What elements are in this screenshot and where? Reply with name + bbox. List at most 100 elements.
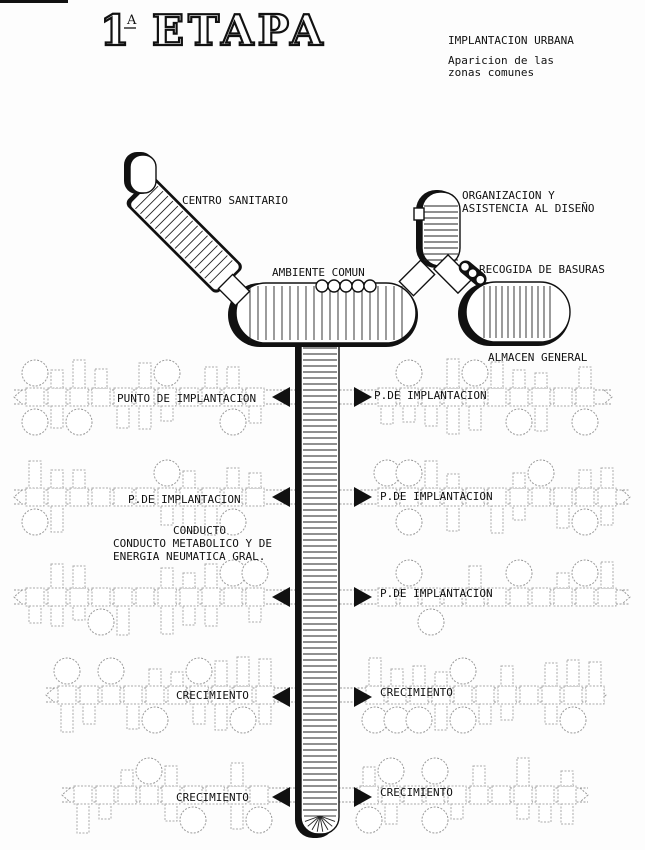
arrow-left bbox=[272, 587, 290, 607]
housing-row bbox=[13, 459, 631, 536]
housing-module bbox=[465, 487, 485, 507]
housing-module bbox=[575, 387, 595, 407]
housing-cell-down bbox=[556, 505, 570, 529]
housing-module bbox=[139, 785, 159, 805]
housing-module bbox=[531, 487, 551, 507]
housing-module bbox=[91, 387, 111, 407]
conduit-end-hatch bbox=[319, 815, 329, 831]
label-centro-sanitario: CENTRO SANITARIO bbox=[182, 194, 288, 207]
housing-pod-up bbox=[395, 559, 423, 587]
housing-module bbox=[135, 587, 155, 607]
housing-module bbox=[179, 587, 199, 607]
housing-pod-up bbox=[377, 757, 405, 785]
label-conducto-line-3: ENERGIA NEUMATICA GRAL. bbox=[113, 550, 265, 563]
housing-cell-down bbox=[50, 605, 64, 627]
housing-cell-up bbox=[50, 369, 64, 389]
housing-module bbox=[399, 487, 419, 507]
housing-pod-down bbox=[65, 408, 93, 436]
row-end-cap bbox=[13, 389, 23, 405]
housing-module bbox=[531, 387, 551, 407]
housing-cell-down bbox=[258, 703, 272, 725]
housing-module bbox=[487, 487, 507, 507]
housing-pod-down bbox=[245, 806, 273, 834]
housing-cell-up bbox=[214, 660, 228, 687]
capsule-sphere bbox=[327, 279, 341, 293]
housing-pod-down bbox=[179, 806, 207, 834]
housing-pod-down bbox=[219, 408, 247, 436]
capsule-sphere bbox=[351, 279, 365, 293]
health-arm-hatch bbox=[159, 210, 184, 234]
housing-cell-up bbox=[446, 358, 460, 389]
housing-cell-down bbox=[214, 703, 228, 731]
housing-cell-down bbox=[512, 505, 526, 521]
waste-pod bbox=[459, 261, 471, 273]
housing-module bbox=[509, 587, 529, 607]
housing-module bbox=[377, 587, 397, 607]
housing-cell-down bbox=[50, 405, 64, 429]
housing-module bbox=[47, 587, 67, 607]
housing-module bbox=[465, 387, 485, 407]
housing-cell-up bbox=[182, 470, 196, 489]
housing-module bbox=[223, 587, 243, 607]
health-arm-hatch bbox=[149, 200, 174, 225]
housing-module bbox=[497, 685, 517, 705]
housing-pod-down bbox=[21, 508, 49, 536]
housing-module bbox=[79, 685, 99, 705]
housing-cell-up bbox=[226, 366, 240, 389]
row-end-cap bbox=[579, 787, 589, 803]
label-recogida-basuras: RECOGIDA DE BASURAS bbox=[479, 263, 605, 276]
header-note-line-1: IMPLANTACION URBANA bbox=[448, 34, 574, 47]
housing-pod-down bbox=[505, 408, 533, 436]
waste-collection-pods bbox=[458, 260, 487, 287]
housing-module bbox=[245, 387, 265, 407]
housing-cell-down bbox=[204, 605, 218, 627]
housing-module bbox=[377, 487, 397, 507]
row-end-cap bbox=[45, 687, 55, 703]
housing-cell-up bbox=[182, 572, 196, 589]
warehouse-capsule bbox=[465, 281, 571, 343]
housing-cell-up bbox=[600, 561, 614, 589]
housing-module bbox=[399, 387, 419, 407]
row-3-right-label: P.DE IMPLANTACION bbox=[380, 587, 493, 600]
housing-cell-up bbox=[362, 766, 376, 787]
housing-module bbox=[183, 785, 203, 805]
housing-cell-down bbox=[450, 803, 464, 820]
housing-module bbox=[487, 587, 507, 607]
housing-module bbox=[95, 785, 115, 805]
housing-module bbox=[73, 785, 93, 805]
housing-cell-down bbox=[50, 505, 64, 533]
housing-cell-down bbox=[138, 405, 152, 430]
housing-module bbox=[145, 685, 165, 705]
header-note-line-2: Aparicion de las bbox=[448, 54, 554, 67]
housing-cell-down bbox=[500, 703, 514, 721]
housing-module bbox=[25, 387, 45, 407]
housing-cell-down bbox=[516, 803, 530, 820]
housing-rows bbox=[13, 358, 631, 834]
housing-cell-down bbox=[446, 505, 460, 532]
housing-module bbox=[189, 685, 209, 705]
housing-module bbox=[513, 785, 533, 805]
housing-cell-up bbox=[164, 765, 178, 787]
housing-row bbox=[61, 757, 589, 834]
housing-module bbox=[421, 387, 441, 407]
housing-cell-up bbox=[434, 671, 448, 687]
housing-module bbox=[201, 587, 221, 607]
housing-cell-up bbox=[50, 563, 64, 589]
arrow-left bbox=[272, 787, 290, 807]
housing-module bbox=[557, 785, 577, 805]
common-zones bbox=[124, 152, 571, 838]
housing-cell-down bbox=[248, 405, 262, 424]
housing-pod-up bbox=[97, 657, 125, 685]
health-arm-hatch bbox=[145, 195, 169, 220]
organization-tower bbox=[421, 191, 461, 267]
housing-cell-up bbox=[72, 359, 86, 389]
housing-pod-down bbox=[449, 706, 477, 734]
housing-cell-down bbox=[98, 803, 112, 820]
conduit-end-hatch bbox=[319, 815, 333, 827]
housing-cell-up bbox=[236, 656, 250, 687]
housing-pod-down bbox=[405, 706, 433, 734]
housing-cell-up bbox=[560, 770, 574, 787]
housing-cell-down bbox=[538, 803, 552, 823]
row-5-right-label: CRECIMIENTO bbox=[380, 786, 453, 799]
